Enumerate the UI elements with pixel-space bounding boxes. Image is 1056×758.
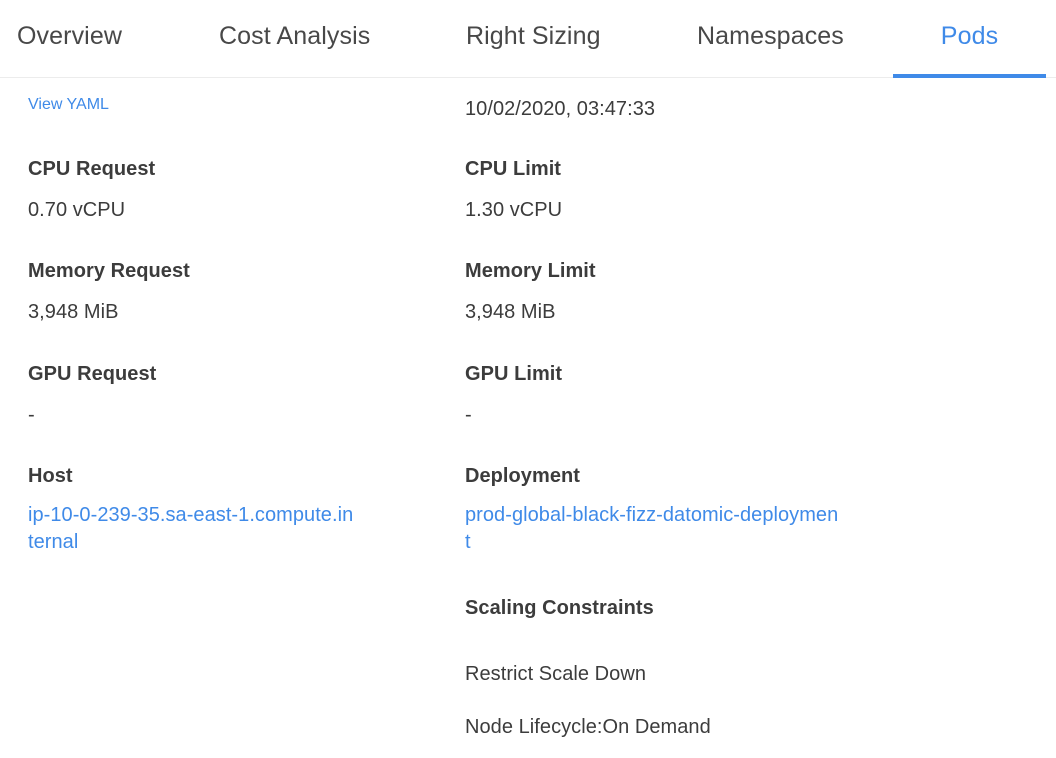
tab-bar: Overview Cost Analysis Right Sizing Name… <box>0 0 1056 78</box>
tab-overview-label: Overview <box>17 22 122 50</box>
pod-timestamp: 10/02/2020, 03:47:33 <box>465 98 656 120</box>
memory-request-label: Memory Request <box>28 260 190 282</box>
tab-cost-analysis-label: Cost Analysis <box>219 22 371 50</box>
gpu-request-label: GPU Request <box>28 363 157 385</box>
memory-request-value: 3,948 MiB <box>28 301 119 323</box>
cpu-limit-value: 1.30 vCPU <box>465 199 563 221</box>
deployment-link[interactable]: prod-global-black-fizz-datomic-deploymen… <box>465 504 839 553</box>
tab-overview[interactable]: Overview <box>17 20 122 52</box>
gpu-request-value: - <box>28 404 35 426</box>
tab-pods[interactable]: Pods <box>893 20 1046 52</box>
host-link[interactable]: ip-10-0-239-35.sa-east-1.compute.interna… <box>28 504 354 553</box>
tab-right-sizing[interactable]: Right Sizing <box>466 20 601 52</box>
tab-namespaces-label: Namespaces <box>697 22 844 50</box>
deployment-label: Deployment <box>465 465 580 487</box>
active-tab-indicator <box>893 74 1046 78</box>
cpu-request-value: 0.70 vCPU <box>28 199 126 221</box>
gpu-limit-value: - <box>465 404 472 426</box>
tab-namespaces[interactable]: Namespaces <box>697 20 844 52</box>
gpu-limit-label: GPU Limit <box>465 363 563 385</box>
scaling-constraints-label: Scaling Constraints <box>465 597 654 619</box>
scaling-constraint-node-lifecycle: Node Lifecycle:On Demand <box>465 716 711 738</box>
view-yaml-link[interactable]: View YAML <box>28 96 109 113</box>
tab-pods-label: Pods <box>940 22 999 50</box>
tab-right-sizing-label: Right Sizing <box>466 22 601 50</box>
memory-limit-label: Memory Limit <box>465 260 596 282</box>
scaling-constraint-restrict-scale-down: Restrict Scale Down <box>465 663 647 685</box>
memory-limit-value: 3,948 MiB <box>465 301 556 323</box>
pod-details-panel: View YAML CPU Request 0.70 vCPU Memory R… <box>0 78 1056 758</box>
cpu-limit-label: CPU Limit <box>465 158 562 180</box>
cpu-request-label: CPU Request <box>28 158 156 180</box>
tab-cost-analysis[interactable]: Cost Analysis <box>219 20 370 52</box>
host-label: Host <box>28 465 73 487</box>
